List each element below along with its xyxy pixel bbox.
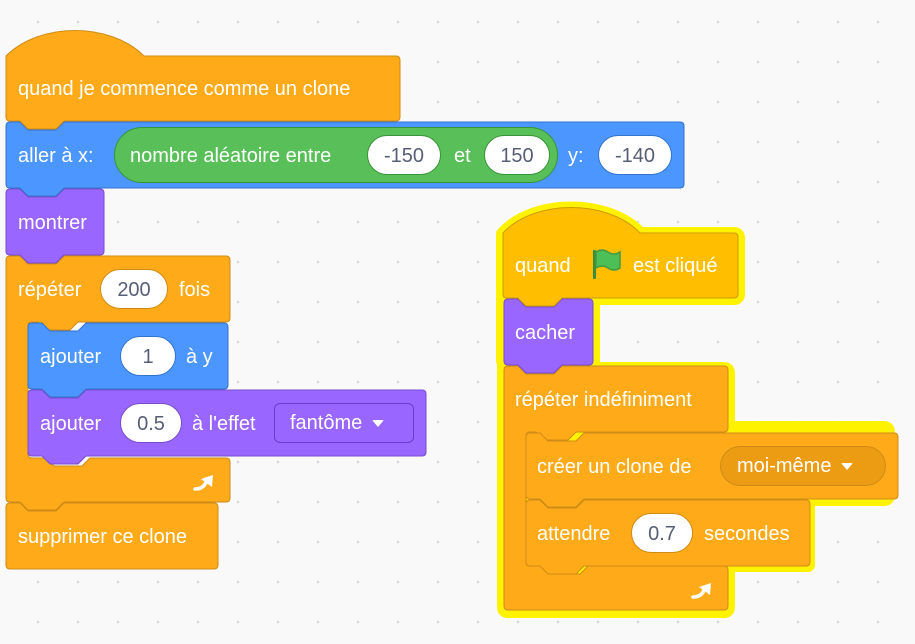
change-effect-label: ajouter (40, 413, 102, 435)
repeat-arrow-icon (193, 475, 213, 491)
dropdown-caret-icon (841, 463, 854, 471)
random-and-label: et (454, 145, 471, 167)
change-effect-mid-label: à l'effet (192, 413, 256, 435)
dropdown-caret-icon (372, 420, 385, 428)
change-y-label: ajouter (40, 346, 102, 368)
effect-dropdown[interactable]: fantôme (274, 403, 414, 443)
goto-y-input[interactable]: -140 (598, 135, 672, 175)
clone-target-value: moi-même (737, 455, 832, 477)
repeat-label: répéter (18, 279, 82, 301)
change-y-input[interactable]: 1 (120, 336, 176, 376)
show-label: montrer (18, 212, 87, 234)
clone-target-dropdown[interactable]: moi-même (720, 446, 886, 486)
green-flag-icon (593, 249, 621, 279)
goto-y-label: y: (568, 145, 584, 167)
clone-hat-label: quand je commence comme un clone (18, 78, 351, 100)
delete-clone-label: supprimer ce clone (18, 526, 187, 548)
wait-label: attendre (537, 523, 611, 545)
repeat-times-label: fois (179, 279, 211, 301)
wait-suffix: secondes (704, 523, 790, 545)
clone-hat-block-shape[interactable] (5, 30, 401, 130)
show-block-shape[interactable] (5, 188, 105, 264)
random-to-input[interactable]: 150 (484, 135, 550, 175)
hide-block-shape[interactable] (503, 298, 594, 374)
change-effect-input[interactable]: 0.5 (120, 403, 182, 443)
delete-clone-block-shape[interactable] (5, 502, 219, 570)
random-from-input[interactable]: -150 (367, 135, 441, 175)
flag-hat-label-after: est cliqué (633, 255, 718, 277)
hide-label: cacher (515, 322, 576, 344)
forever-label: répéter indéfiniment (515, 389, 692, 411)
change-y-suffix: à y (186, 346, 213, 368)
flag-hat-label-before: quand (515, 255, 571, 277)
effect-dropdown-value: fantôme (290, 412, 363, 434)
repeat-count-input[interactable]: 200 (100, 269, 168, 309)
random-label: nombre aléatoire entre (130, 145, 332, 167)
repeat-block-shape[interactable] (5, 255, 231, 511)
forever-arrow-icon (691, 583, 711, 599)
goto-label: aller à x: (18, 145, 94, 167)
create-clone-label: créer un clone de (537, 456, 692, 478)
wait-input[interactable]: 0.7 (631, 513, 693, 553)
